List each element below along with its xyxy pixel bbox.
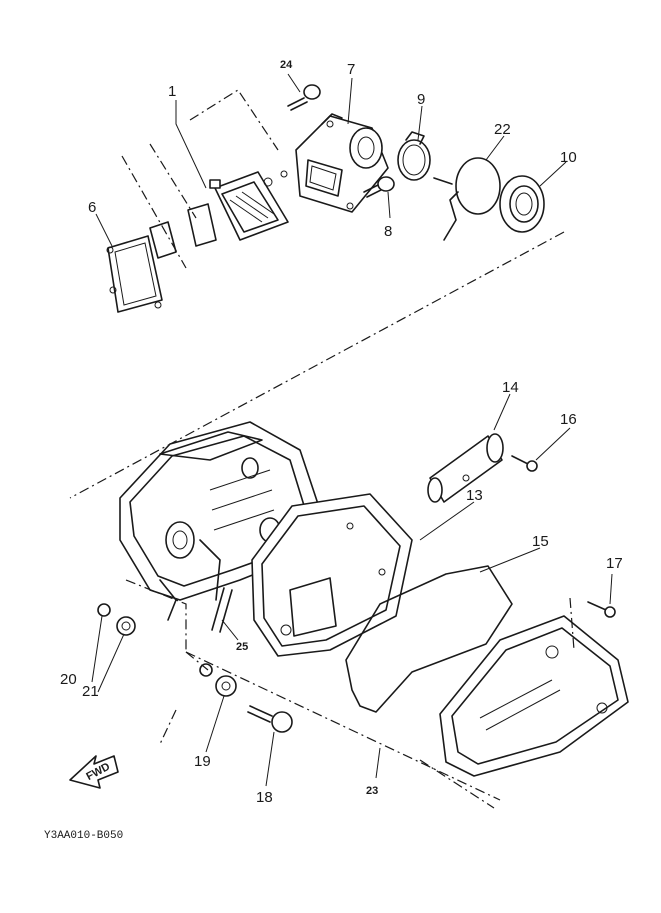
callout-8: 8 <box>384 223 392 240</box>
drain-hose-part-25 <box>211 587 233 633</box>
callout-16: 16 <box>560 411 577 428</box>
reed-valve-petals <box>149 203 217 259</box>
seal-ring-part-10 <box>499 175 545 233</box>
callout-13: 13 <box>466 487 483 504</box>
callout-labels: 1 6 7 8 9 10 13 14 15 16 17 18 19 20 21 … <box>60 59 623 806</box>
forward-direction-arrow: FWD <box>69 755 119 789</box>
callout-9: 9 <box>417 91 425 108</box>
intake-manifold-part-7 <box>295 113 389 213</box>
screw-part-24 <box>287 84 321 111</box>
gasket-seal-part-15 <box>345 565 513 713</box>
callout-21: 21 <box>82 683 99 700</box>
callout-7: 7 <box>347 61 355 78</box>
bolt-part-20 <box>97 603 111 617</box>
bolt-part-18 <box>247 705 293 733</box>
callout-14: 14 <box>502 379 519 396</box>
callout-18: 18 <box>256 789 273 806</box>
grommet-part-21 <box>116 616 136 636</box>
callout-6: 6 <box>88 199 96 216</box>
bolt-part-8 <box>363 176 395 198</box>
callout-25: 25 <box>236 641 248 653</box>
intake-pipe-part-14 <box>427 433 504 503</box>
reed-valve-assembly-part-1 <box>209 170 289 241</box>
gasket-part-6 <box>106 235 163 313</box>
callout-22: 22 <box>494 121 511 138</box>
callout-24: 24 <box>280 59 293 71</box>
screw-part-16 <box>511 455 538 472</box>
clamp-part-9 <box>397 131 431 181</box>
leader-lines <box>91 73 613 787</box>
callout-15: 15 <box>532 533 549 550</box>
callout-10: 10 <box>560 149 577 166</box>
callout-20: 20 <box>60 671 77 688</box>
filter-element-part-13 <box>251 493 413 657</box>
washer-part-19 <box>215 675 237 697</box>
callout-19: 19 <box>194 753 211 770</box>
callout-17: 17 <box>606 555 623 572</box>
callout-23: 23 <box>366 785 378 797</box>
screw-part-17 <box>587 601 616 618</box>
cover-part-23 <box>439 615 629 777</box>
collar-part <box>199 663 213 677</box>
wire-spring-part-22 <box>433 157 501 241</box>
diagram-code: Y3AA010-B050 <box>44 830 123 842</box>
callout-1: 1 <box>168 83 176 100</box>
